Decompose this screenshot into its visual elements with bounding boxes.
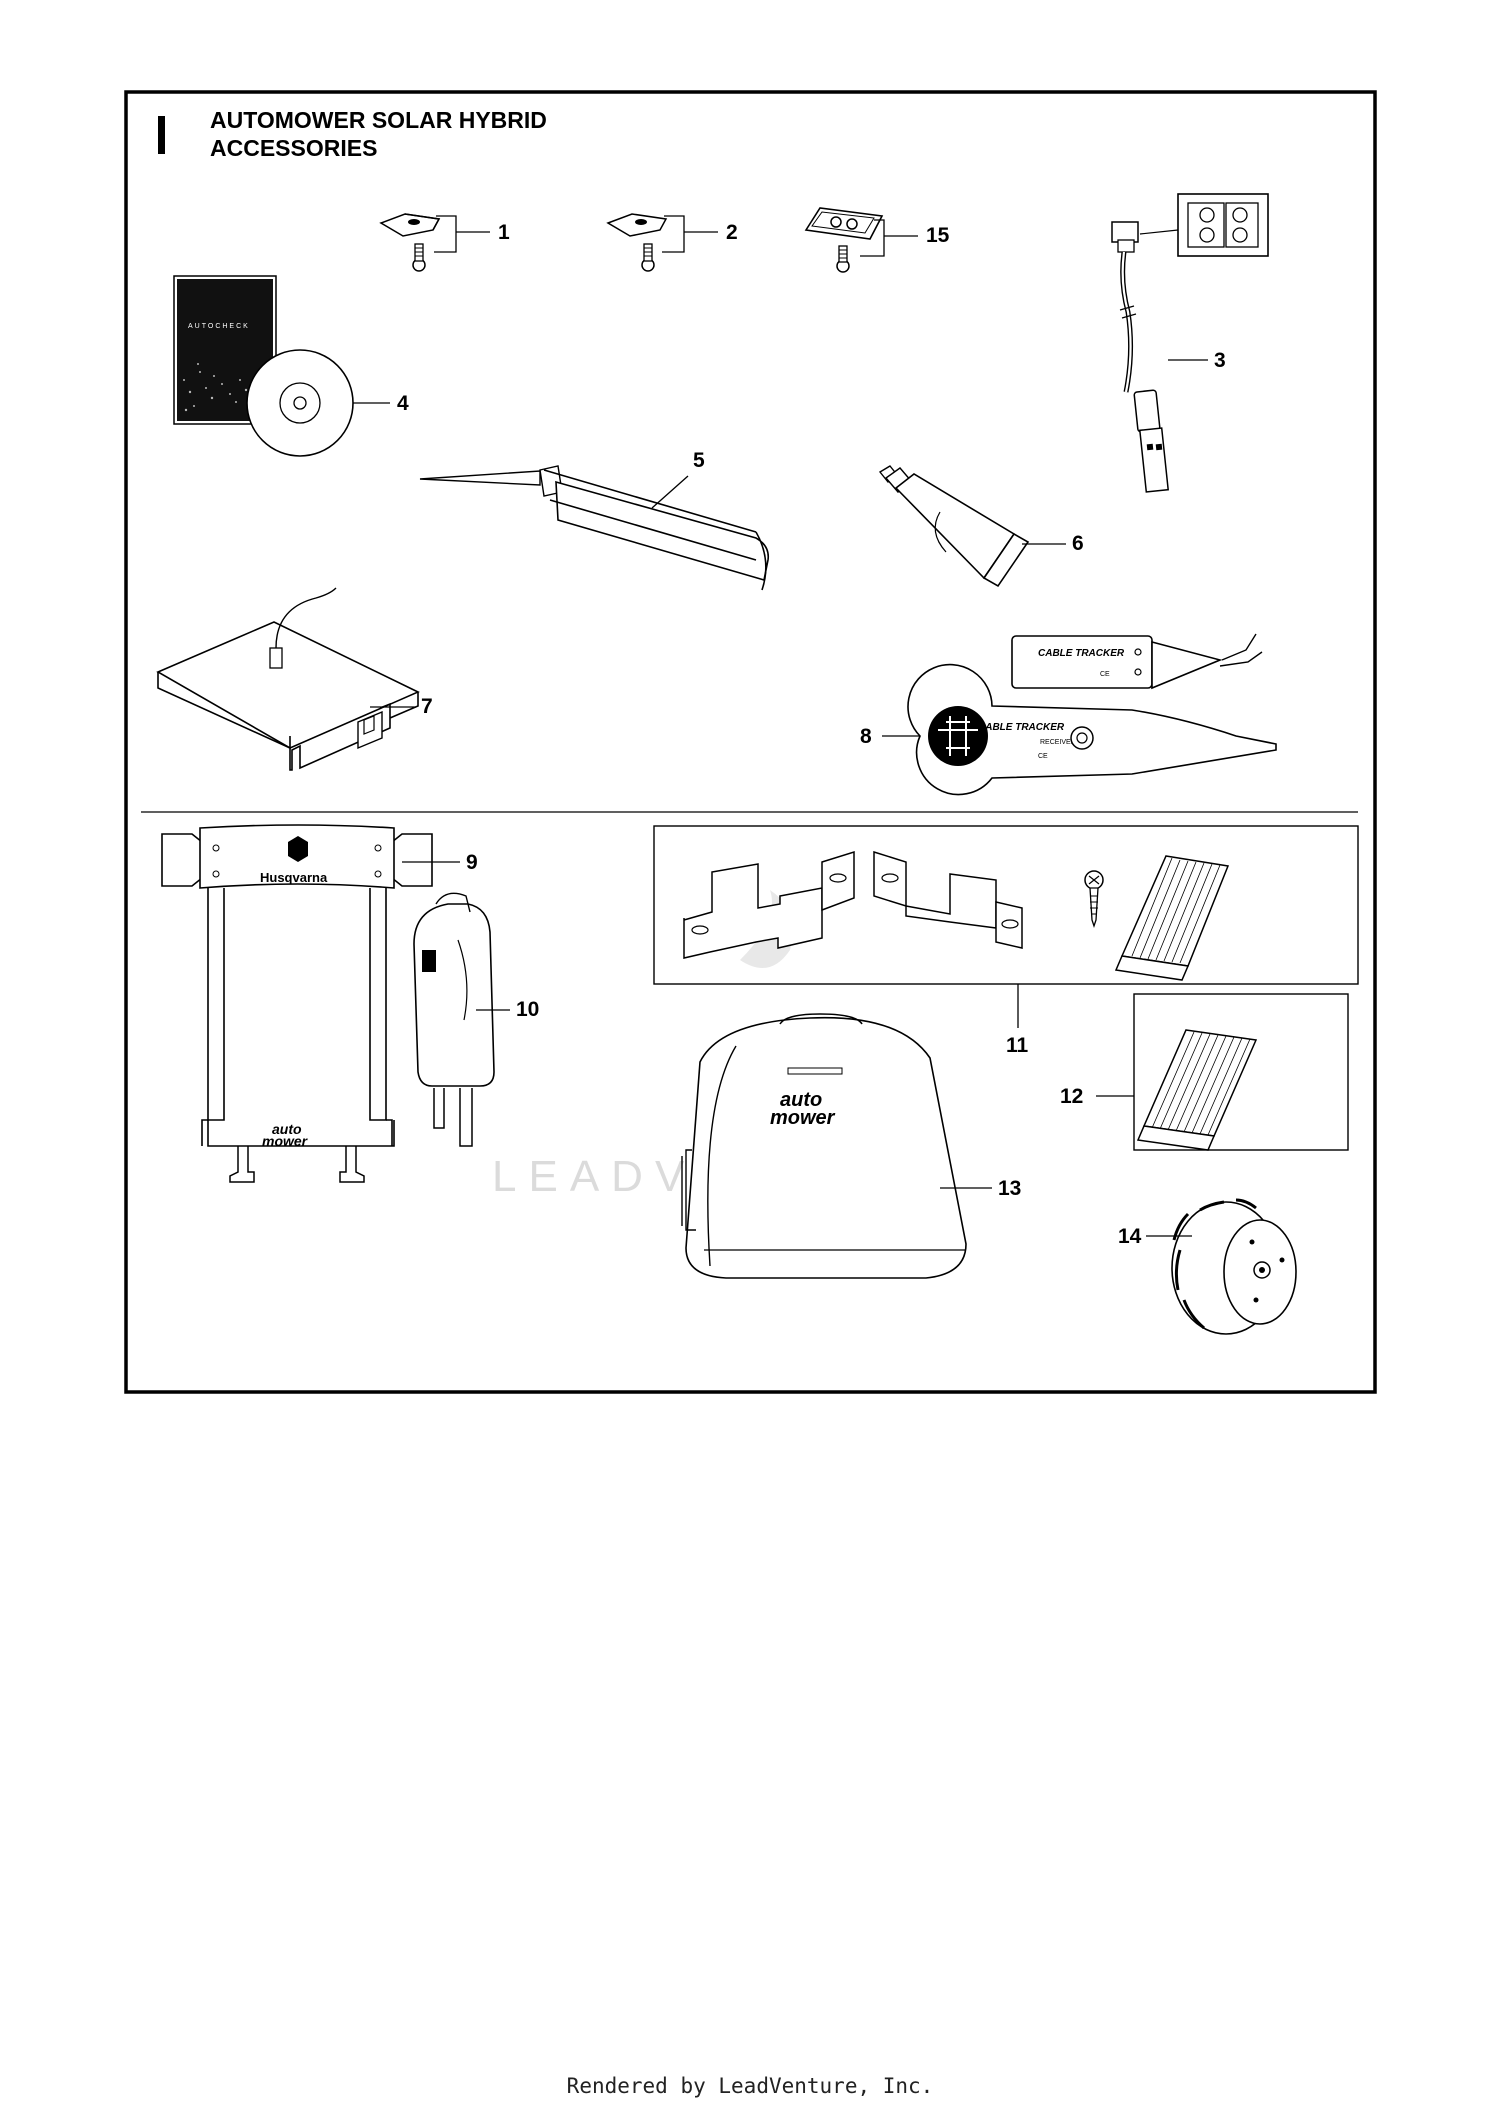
- booklet-title: AUTOCHECK: [188, 323, 250, 330]
- part-11-brush-kit[interactable]: [653, 825, 1359, 1028]
- part-11-brush: [1114, 855, 1230, 981]
- part-4-autocheck-software[interactable]: AUTOCHECK: [173, 275, 390, 457]
- part-8-cable-tracker[interactable]: CABLE TRACKER CE CABLE TRACKER RECEIVER …: [882, 633, 1277, 796]
- part-5-sealant-cartridge[interactable]: [419, 465, 770, 591]
- diagram-title-line2: ACCESSORIES: [210, 135, 377, 161]
- callout-15: 15: [926, 224, 950, 247]
- part-13-backpack[interactable]: auto mower: [681, 1013, 992, 1279]
- tracker-receiver-label: CABLE TRACKER: [978, 722, 1065, 733]
- footer-credit: Rendered by LeadVenture, Inc.: [566, 2074, 934, 2098]
- section-marker: [158, 116, 165, 154]
- callout-6: 6: [1072, 532, 1084, 555]
- part-7-charging-cover[interactable]: [156, 587, 420, 771]
- part-12-brush[interactable]: [1096, 993, 1349, 1151]
- callout-5: 5: [693, 449, 705, 472]
- part-3-usb-cable[interactable]: [1111, 193, 1269, 493]
- callout-13: 13: [998, 1177, 1021, 1200]
- hanger-logo-2: mower: [262, 1133, 309, 1149]
- part-9-wall-hanger[interactable]: Husqvarna auto mower: [161, 824, 460, 1183]
- callout-4: 4: [397, 392, 409, 415]
- callout-12: 12: [1060, 1085, 1083, 1108]
- callout-11: 11: [1006, 1034, 1029, 1057]
- part-2-blade-kit[interactable]: [606, 213, 718, 272]
- part-1-blade-kit[interactable]: [379, 213, 490, 272]
- part-14-wheel[interactable]: [1146, 1198, 1297, 1335]
- part-10-handle[interactable]: [413, 892, 510, 1147]
- hanger-logo-1: auto: [272, 1121, 302, 1137]
- backpack-logo-2: mower: [770, 1107, 836, 1129]
- callout-7: 7: [421, 695, 433, 718]
- callout-10: 10: [516, 998, 539, 1021]
- tracker-transmitter-ce: CE: [1100, 671, 1110, 678]
- part-6-grease-tube[interactable]: [878, 465, 1066, 588]
- callout-9: 9: [466, 851, 478, 874]
- callout-1: 1: [498, 221, 510, 244]
- hanger-brand: Husqvarna: [260, 870, 328, 885]
- diagram-frame: [124, 90, 1377, 1394]
- tracker-receiver-ce: CE: [1038, 753, 1048, 760]
- callout-14: 14: [1118, 1225, 1142, 1248]
- tracker-transmitter-label: CABLE TRACKER: [1038, 648, 1125, 659]
- diagram-title-line1: AUTOMOWER SOLAR HYBRID: [210, 107, 547, 133]
- backpack-logo-1: auto: [780, 1089, 822, 1111]
- callout-3: 3: [1214, 349, 1226, 372]
- part-15-blade-plate[interactable]: [804, 207, 918, 273]
- tracker-receiver-sub: RECEIVER: [1040, 739, 1076, 746]
- callout-8: 8: [860, 725, 872, 748]
- callout-2: 2: [726, 221, 738, 244]
